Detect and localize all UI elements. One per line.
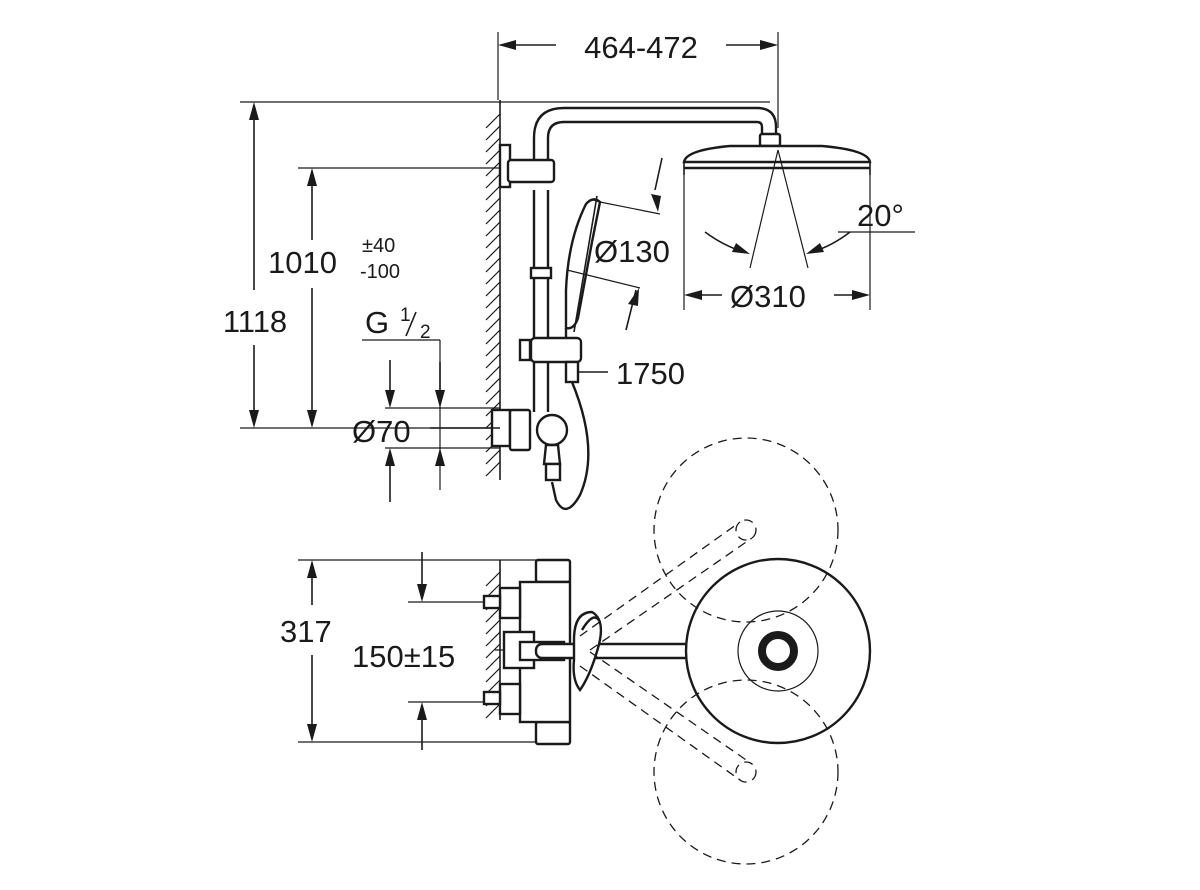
wall-hatch-line <box>485 209 501 225</box>
thread-numerator: 1 <box>400 305 411 326</box>
wall-hatch-line <box>485 245 501 261</box>
wall-hatch-line <box>485 149 501 165</box>
wall-hatch-line <box>485 607 501 623</box>
soap-dish <box>518 338 532 362</box>
dimension-total-height: 1118 <box>223 102 287 428</box>
wall-hatch-line <box>485 329 501 345</box>
wall-hatch-line <box>485 389 501 405</box>
thread-denominator: 2 <box>420 322 431 343</box>
outlet-tolerance-plus: ±40 <box>362 235 395 257</box>
dimension-projection: 317 <box>280 560 332 742</box>
thread-letter: G <box>365 305 389 340</box>
wall-hatch-line <box>485 221 501 237</box>
thread-size-label: G 1 2 <box>365 305 445 466</box>
plan-view: 317 150±15 <box>280 437 872 865</box>
extension-lines <box>240 32 779 490</box>
wall-hatch-line <box>485 703 501 719</box>
wall-hatch-line <box>485 377 501 393</box>
flange-diameter-label: Ø70 <box>352 414 411 449</box>
dimension-handshower-diameter: Ø130 <box>566 157 670 331</box>
wall-hatch-line <box>485 353 501 369</box>
outlet-tolerance-minus: -100 <box>360 261 400 283</box>
side-elevation-view: 464-472 1118 1010 ±40 -100 G 1 2 <box>223 30 915 510</box>
wall-hatch-line <box>485 185 501 201</box>
handshower-diameter-label: Ø130 <box>594 234 670 269</box>
wall-hatch-line <box>485 341 501 357</box>
wall-hatch-line <box>485 461 501 477</box>
wall-hatch-line <box>485 281 501 297</box>
wall-hatch-line <box>485 631 501 647</box>
headshower-diameter-label: Ø310 <box>730 279 806 314</box>
dimension-width: 464-472 <box>498 30 778 65</box>
wall-hatch-line <box>485 293 501 309</box>
slider-and-hose <box>518 336 590 510</box>
projection-label: 317 <box>280 614 332 649</box>
wall-hatch-line <box>485 449 501 465</box>
wall-hatch-line <box>485 667 501 683</box>
dimension-outlet-height: 1010 ±40 -100 <box>268 168 400 428</box>
thermostat-mixer-side <box>508 408 569 482</box>
width-range-label: 464-472 <box>584 30 698 65</box>
head-shower-plan <box>684 557 872 745</box>
wall-hatch-line <box>485 113 501 129</box>
wall-hatch-line <box>485 137 501 153</box>
wall-hatch-line <box>485 317 501 333</box>
wall-hatch-line <box>485 305 501 321</box>
dimension-center-distance: 150±15 <box>352 552 455 750</box>
wall-hatch-line <box>485 571 501 587</box>
dimension-headshower: 20° Ø310 <box>683 149 915 314</box>
slider <box>529 336 583 364</box>
wall-hatch-line <box>485 173 501 189</box>
wall-hatch-line <box>485 257 501 273</box>
wall-hatch-line <box>485 161 501 177</box>
hose-length-label: 1750 <box>616 356 685 391</box>
wall-hatch-line <box>485 125 501 141</box>
wall-hatch-line <box>485 619 501 635</box>
total-height-label: 1118 <box>223 304 287 339</box>
wall-hatch-line <box>485 365 501 381</box>
outlet-height-label: 1010 <box>268 245 337 280</box>
dimension-hose-length: 1750 <box>578 356 685 391</box>
hand-shower-side <box>564 195 602 342</box>
wall-hatch-line <box>485 269 501 285</box>
dimension-flange-diameter: Ø70 <box>352 360 500 502</box>
swivel-range-dashed <box>579 437 839 865</box>
wall-hatch-line <box>485 197 501 213</box>
spray-angle-label: 20° <box>857 198 904 233</box>
wall-hatch-line <box>485 643 501 659</box>
wall-hatch-line <box>485 655 501 671</box>
riser-pipe <box>506 106 778 412</box>
center-distance-label: 150±15 <box>352 639 455 674</box>
wall-hatch-line <box>485 233 501 249</box>
